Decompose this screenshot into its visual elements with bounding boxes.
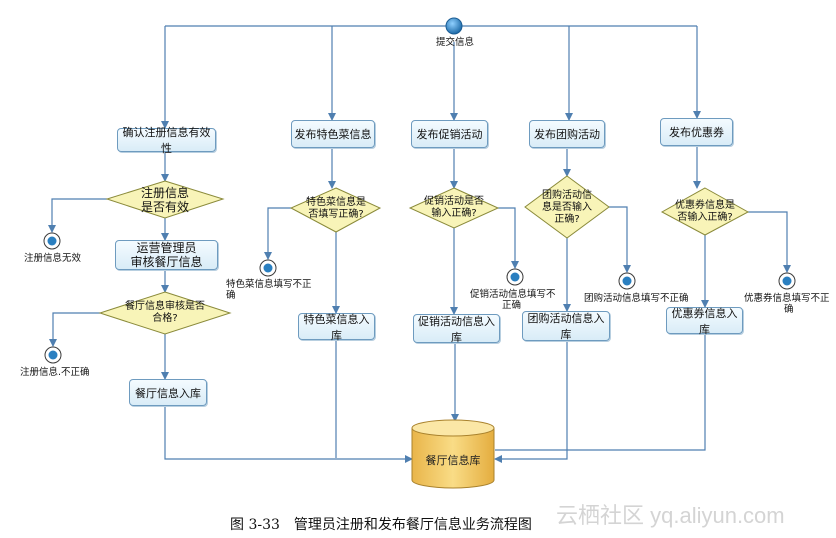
decision-audit: 餐厅信息审核是否 合格? <box>115 300 215 326</box>
end-nodes <box>43 232 796 364</box>
decision-shapes <box>98 175 750 335</box>
action-save-coupon: 优惠券信息入库 <box>666 307 743 336</box>
action-save-group-buy: 团购活动信息入库 <box>522 311 610 341</box>
decision-coupon-shape <box>660 187 750 236</box>
decision-audit-line-1: 餐厅信息审核是否 <box>125 301 205 312</box>
action-save-restaurant: 餐厅信息入库 <box>129 379 207 406</box>
terminal-specialty-error-line-2: 确 <box>226 290 236 301</box>
end-node-incorrect <box>44 346 62 364</box>
terminal-invalid-label: 注册信息无效 <box>24 253 82 264</box>
decision-promotion: 促销活动是否 输入正确? <box>418 195 490 221</box>
decision-valid-line-1: 注册信息 <box>140 186 189 200</box>
datastore-label: 餐厅信息库 <box>425 454 481 467</box>
action-admin-review-line-1: 运营管理员 <box>136 241 197 255</box>
terminal-group-buy-error-label: 团购活动信息填写不正确 <box>584 293 689 304</box>
decision-group-buy-line-3: 正确? <box>554 214 580 225</box>
terminal-coupon-error-line-1: 优惠券信息填写不正 <box>744 293 830 304</box>
decision-promotion-line-1: 促销活动是否 <box>424 196 484 207</box>
terminal-promotion-error-line-2: 正确 <box>502 300 522 311</box>
action-publish-promotion: 发布促销活动 <box>411 120 488 148</box>
action-save-specialty: 特色菜信息入库 <box>298 313 375 342</box>
terminal-specialty-error-label: 特色菜信息填写不正 确 <box>226 279 312 301</box>
decision-coupon: 优惠券信息是 否输入正确? <box>667 199 743 225</box>
end-node-promotion-error <box>506 268 524 286</box>
action-confirm-registration: 确认注册信息有效性 <box>117 126 216 155</box>
decision-group-buy-line-2: 息是否输入 <box>542 202 592 213</box>
decision-valid: 注册信息 是否有效 <box>125 184 205 216</box>
end-node-coupon-error <box>778 272 796 290</box>
decision-audit-line-2: 合格? <box>152 313 178 324</box>
start-label: 提交信息 <box>436 37 475 48</box>
decision-coupon-line-2: 否输入正确? <box>677 212 733 223</box>
terminal-promotion-error-line-1: 促销活动信息填写不 <box>470 289 556 300</box>
action-admin-review-line-2: 审核餐厅信息 <box>130 255 203 269</box>
action-publish-coupon: 发布优惠券 <box>660 118 733 146</box>
decision-specialty-line-1: 特色菜信息是 <box>306 197 366 208</box>
decision-valid-shape <box>105 180 225 219</box>
end-node-invalid <box>43 232 61 250</box>
decision-valid-line-2: 是否有效 <box>140 200 189 214</box>
decision-group-buy-line-1: 团购活动信 <box>542 190 592 201</box>
terminal-specialty-error-line-1: 特色菜信息填写不正 <box>226 279 312 290</box>
end-node-specialty-error <box>259 259 277 277</box>
decision-promotion-line-2: 输入正确? <box>431 208 477 219</box>
action-publish-group-buy: 发布团购活动 <box>529 120 605 148</box>
figure-caption: 图 3-33 管理员注册和发布餐厅信息业务流程图 <box>230 517 532 533</box>
decision-promotion-shape <box>408 187 500 229</box>
decision-group-buy: 团购活动信 息是否输入 正确? <box>535 190 599 226</box>
decision-audit-shape <box>98 291 232 335</box>
decision-specialty-line-2: 否填写正确? <box>308 209 364 220</box>
terminal-coupon-error-label: 优惠券信息填写不正 确 <box>744 293 830 315</box>
action-save-promotion: 促销活动信息入库 <box>413 314 500 344</box>
decision-specialty-shape <box>289 187 382 233</box>
end-node-group-buy-error <box>618 272 636 290</box>
action-publish-specialty: 发布特色菜信息 <box>291 120 375 148</box>
decision-specialty: 特色菜信息是 否填写正确? <box>298 196 374 222</box>
decision-group-buy-shape <box>524 175 610 239</box>
terminal-incorrect-label: 注册信息.不正确 <box>20 367 90 378</box>
connectors <box>48 25 791 463</box>
terminal-coupon-error-line-2: 确 <box>784 304 794 315</box>
datastore-cylinder <box>411 419 495 489</box>
terminal-promotion-error-label: 促销活动信息填写不 正确 <box>470 289 556 311</box>
decision-coupon-line-1: 优惠券信息是 <box>675 200 735 211</box>
watermark: 云栖社区 yq.aliyun.com <box>556 503 785 528</box>
action-admin-review: 运营管理员 审核餐厅信息 <box>115 240 218 270</box>
start-node <box>445 17 463 35</box>
